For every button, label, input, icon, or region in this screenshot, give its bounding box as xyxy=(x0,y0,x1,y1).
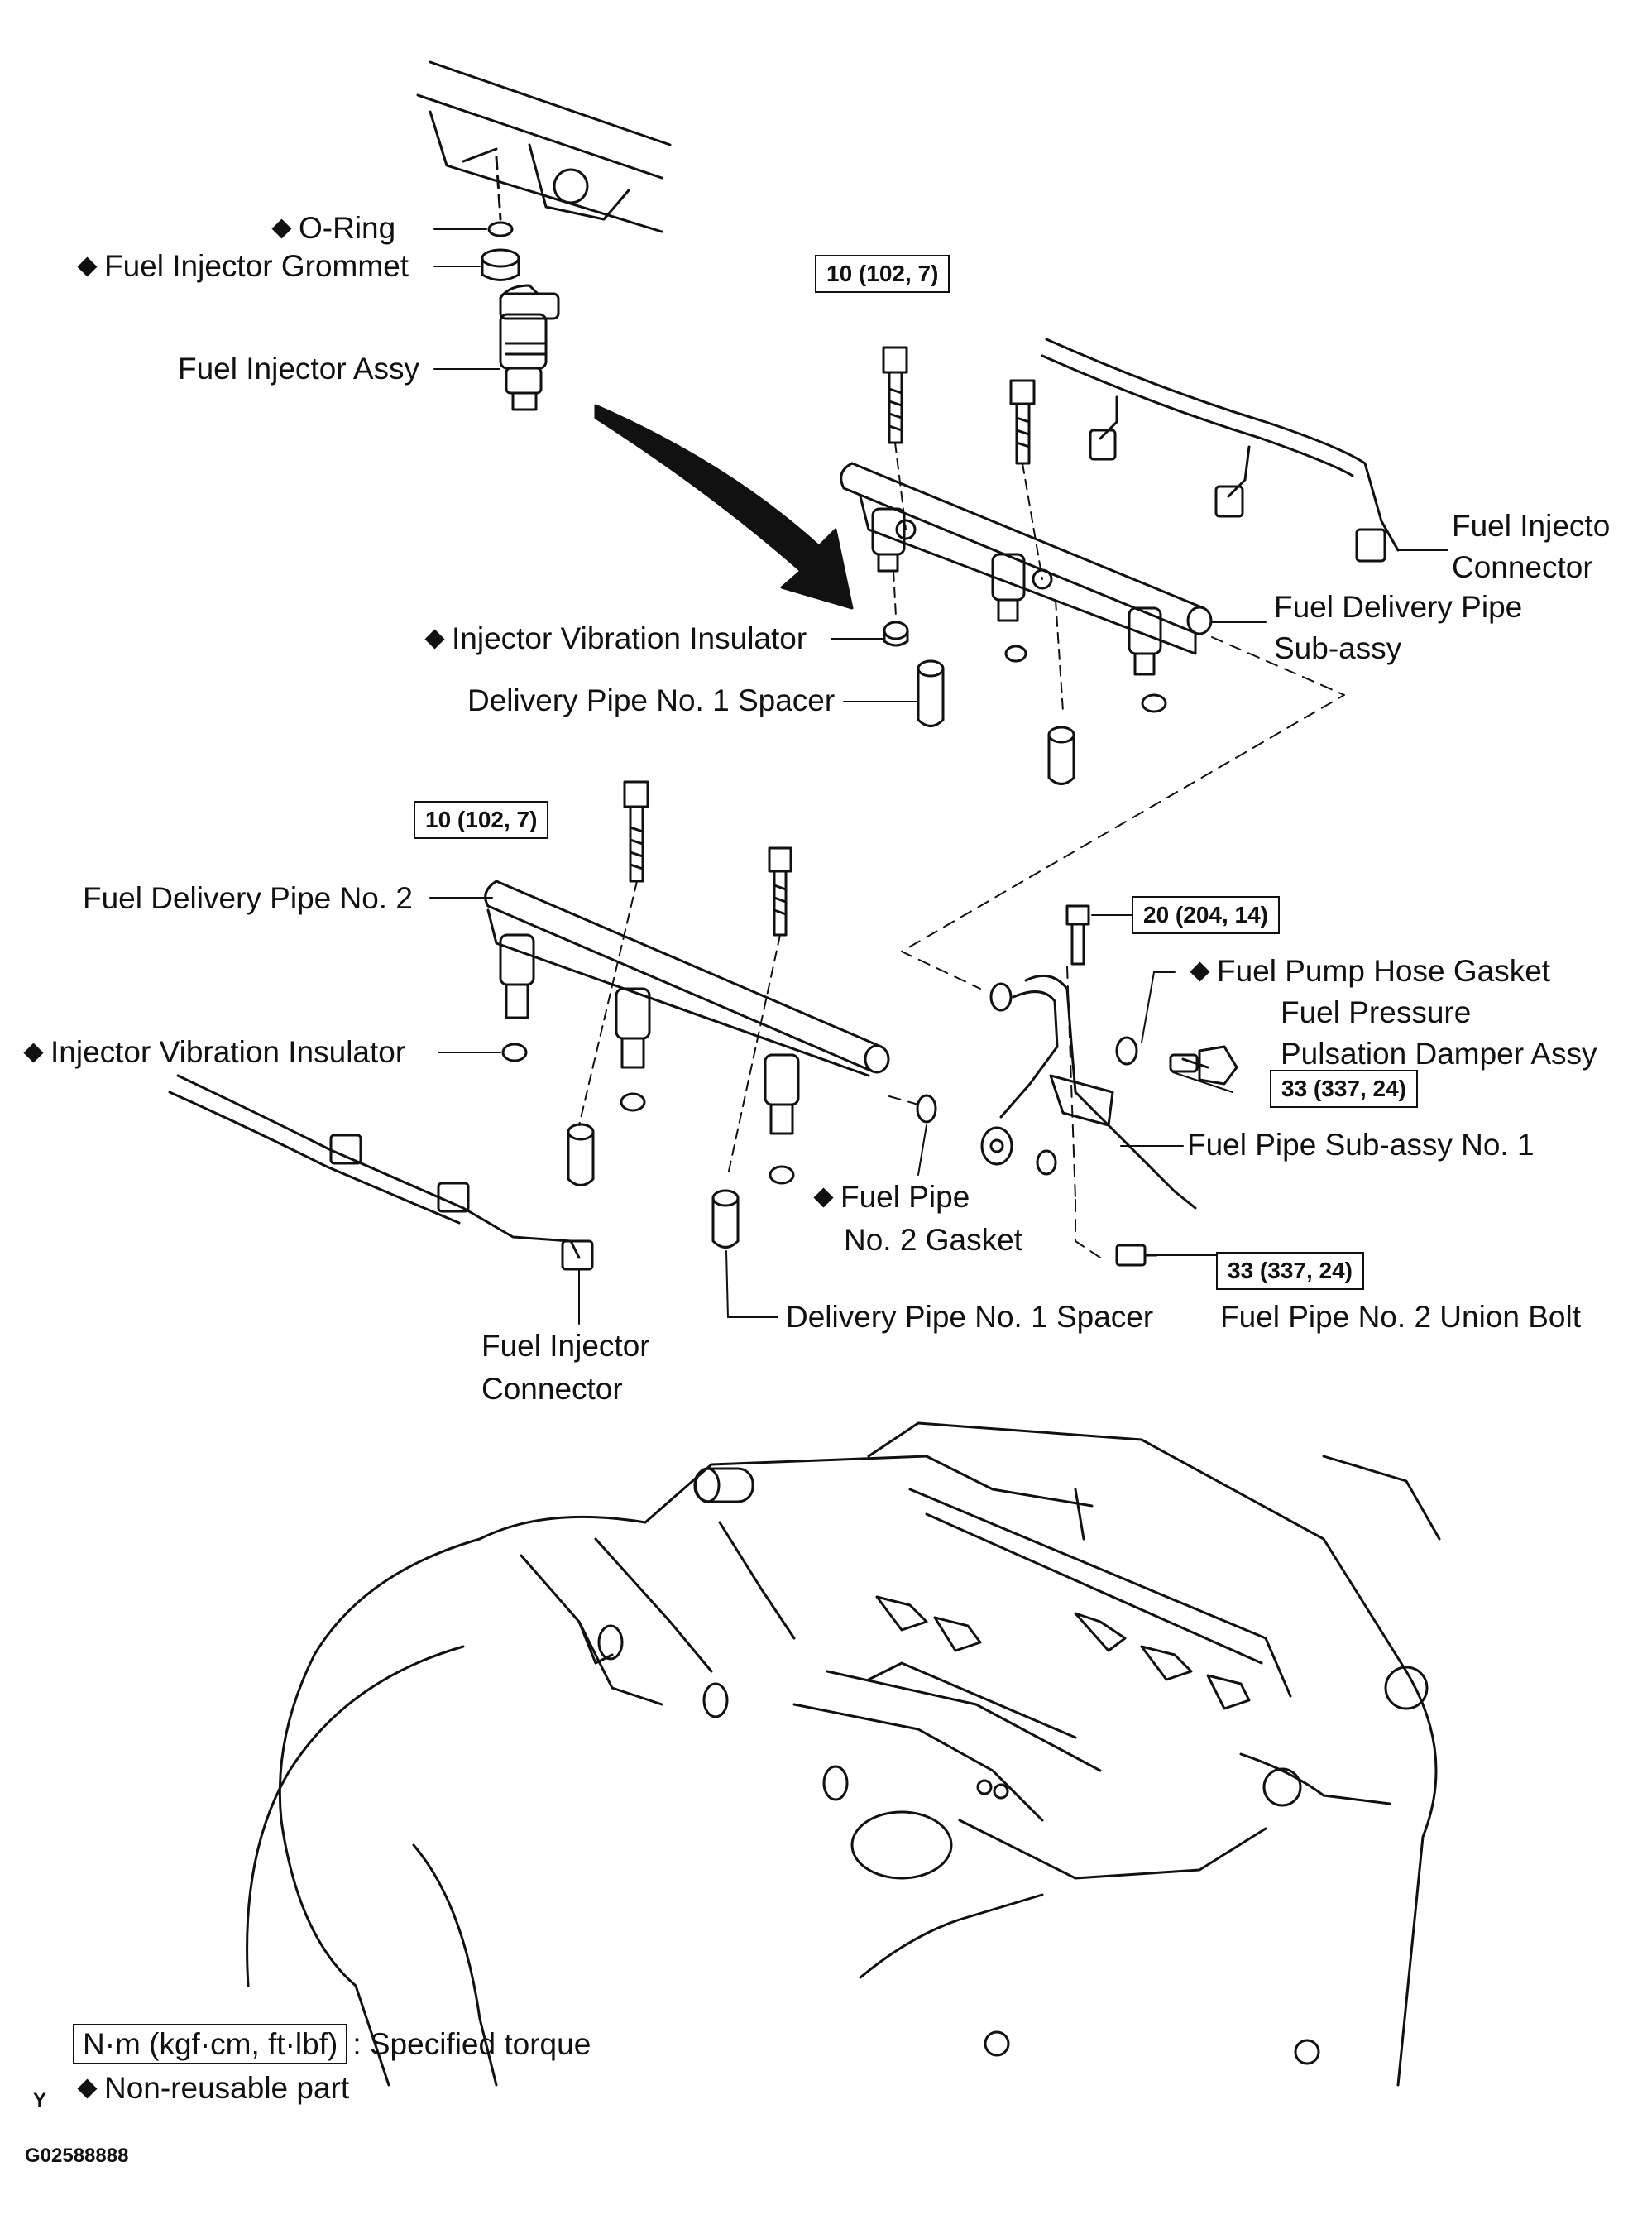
upper-wire-harness xyxy=(1041,338,1400,563)
intake-manifold-fragment xyxy=(416,60,672,233)
non-reusable-diamond-icon xyxy=(23,1043,44,1063)
label-delivery-pipe-sub-2: Sub-assy xyxy=(1274,631,1402,665)
non-reusable-diamond-icon xyxy=(271,218,292,239)
engine-outline xyxy=(246,1421,1441,2087)
lower-insulators-spacers xyxy=(501,1043,937,1249)
label-delivery-pipe-no2: Fuel Delivery Pipe No. 2 xyxy=(83,881,413,915)
leader-lines-lower xyxy=(429,897,1233,1318)
lower-wire-harness xyxy=(168,1074,594,1325)
legend-torque-text: : Specified torque xyxy=(352,2027,591,2061)
top-injector-stack xyxy=(481,156,560,411)
non-reusable-diamond-icon xyxy=(77,256,98,277)
torque-box-bolt-mid: 10 (102, 7) xyxy=(414,801,549,839)
fuel-delivery-pipe-no2 xyxy=(484,880,890,1135)
label-vibration-insulator-top: Injector Vibration Insulator xyxy=(424,619,807,659)
install-direction-arrow xyxy=(594,404,854,610)
label-pressure-damper-2: Pulsation Damper Assy xyxy=(1281,1037,1597,1071)
legend-torque: N·m (kgf·cm, ft·lbf): Specified torque xyxy=(73,2024,591,2064)
leader-lines-upper xyxy=(831,549,1448,702)
upper-insulators-spacers xyxy=(883,570,1167,785)
leader-lines-top xyxy=(433,228,500,370)
label-spacer-bottom: Delivery Pipe No. 1 Spacer xyxy=(786,1300,1154,1334)
label-spacer-top: Delivery Pipe No. 1 Spacer xyxy=(467,683,836,717)
fuel-delivery-pipe-sub-assy xyxy=(840,462,1213,676)
label-vibration-insulator-bottom: Injector Vibration Insulator xyxy=(23,1033,405,1072)
torque-box-damper: 33 (337, 24) xyxy=(1270,1070,1418,1108)
label-injector-connector-bottom-1: Fuel Injector xyxy=(481,1329,650,1363)
non-reusable-diamond-icon xyxy=(813,1187,834,1208)
upper-bolts xyxy=(882,346,1043,580)
label-injector-connector-top-2: Connector xyxy=(1452,550,1593,584)
label-injector-connector-top-1: Fuel Injecto xyxy=(1452,509,1611,543)
corner-letter: Y xyxy=(33,2089,47,2112)
torque-box-bolt-pipe: 20 (204, 14) xyxy=(1132,896,1280,934)
label-union-bolt: Fuel Pipe No. 2 Union Bolt xyxy=(1220,1300,1582,1334)
label-o-ring: O-Ring xyxy=(271,209,395,248)
non-reusable-diamond-icon xyxy=(424,629,445,650)
label-pipe-no2-gasket-1: Fuel Pipe xyxy=(813,1177,970,1217)
label-fuel-pipe-sub-no1: Fuel Pipe Sub-assy No. 1 xyxy=(1187,1128,1535,1162)
label-pump-hose-gasket: Fuel Pump Hose Gasket xyxy=(1190,952,1550,991)
fuel-pipe-sub-assy-no1 xyxy=(980,904,1238,1267)
label-delivery-pipe-sub-1: Fuel Delivery Pipe xyxy=(1274,590,1523,624)
label-injector-grommet: Fuel Injector Grommet xyxy=(77,247,409,286)
non-reusable-diamond-icon xyxy=(77,2078,98,2099)
label-injector-connector-bottom-2: Connector xyxy=(481,1372,623,1406)
legend-nonreusable: Non-reusable part xyxy=(77,2071,349,2106)
lower-bolts xyxy=(578,780,792,1176)
torque-box-union-bolt: 33 (337, 24) xyxy=(1216,1252,1364,1290)
legend-torque-box: N·m (kgf·cm, ft·lbf) xyxy=(73,2024,348,2064)
label-pressure-damper-1: Fuel Pressure xyxy=(1281,995,1472,1029)
torque-box-bolt-top: 10 (102, 7) xyxy=(815,255,950,293)
figure-code: G02588888 xyxy=(25,2145,129,2167)
label-injector-assy: Fuel Injector Assy xyxy=(178,352,420,386)
label-pipe-no2-gasket-2: No. 2 Gasket xyxy=(844,1223,1022,1257)
non-reusable-diamond-icon xyxy=(1190,961,1210,982)
